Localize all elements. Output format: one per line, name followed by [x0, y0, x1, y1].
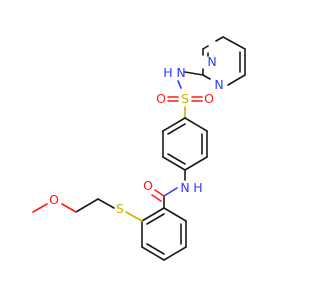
atom-pyrimidine-n-bottom: N — [214, 77, 223, 92]
atom-amide-h: H — [193, 180, 202, 195]
benzene-ring-ortho — [141, 207, 187, 261]
benzene-ring-para — [162, 117, 208, 171]
atom-carbonyl-o: O — [143, 178, 153, 193]
atom-sulfonyl-s: S — [181, 91, 189, 106]
atom-sulfonyl-o-right: O — [204, 91, 214, 106]
atom-ether-o: O — [49, 192, 59, 207]
atom-thioether-s: S — [116, 201, 124, 216]
molecule-structure-diagram: N N N H S O O N H O — [32, 36, 246, 261]
atom-sulfonamide-h: H — [163, 65, 172, 80]
atom-sulfonamide-n: N — [176, 65, 185, 80]
atom-amide-n: N — [180, 180, 189, 195]
atom-pyrimidine-n-top: N — [207, 54, 216, 69]
pyrimidine-ring — [184, 36, 246, 86]
atom-sulfonyl-o-left: O — [156, 91, 166, 106]
